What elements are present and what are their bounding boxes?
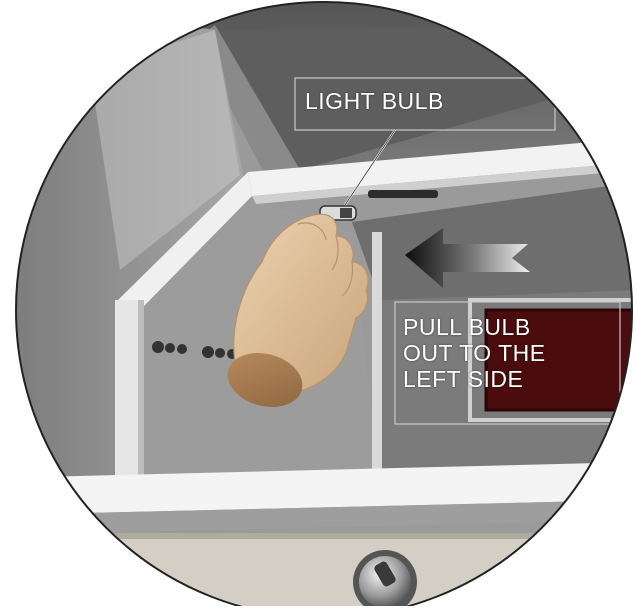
light-bulb-label: LIGHT BULB bbox=[305, 88, 444, 114]
instruction-line-3: LEFT SIDE bbox=[403, 366, 603, 392]
instruction-line-2: OUT TO THE bbox=[403, 340, 603, 366]
pull-bulb-instruction: PULL BULB OUT TO THE LEFT SIDE bbox=[403, 314, 603, 392]
lower-control-panel bbox=[0, 535, 637, 606]
center-post bbox=[372, 232, 382, 472]
instruction-line-1: PULL BULB bbox=[403, 314, 603, 340]
bulb-socket bbox=[368, 190, 438, 198]
left-post-shade bbox=[138, 300, 144, 480]
